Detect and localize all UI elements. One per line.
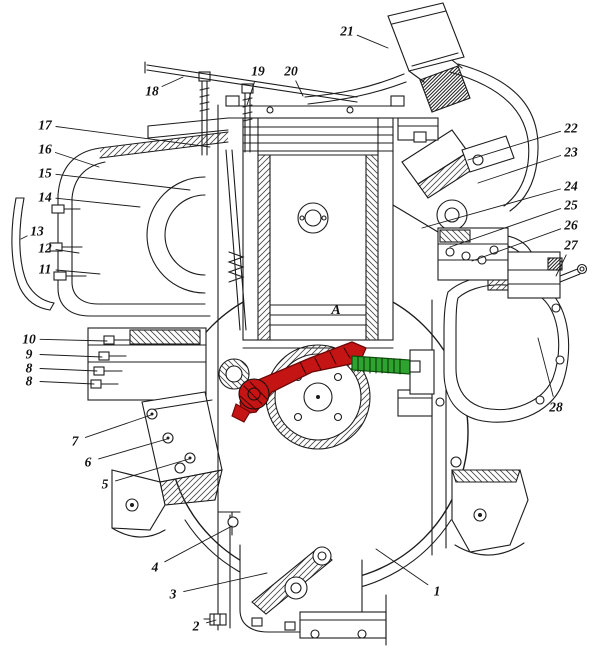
leader-line-13: [20, 235, 28, 240]
callout-11-10: 11: [38, 261, 52, 277]
callout-7-15: 7: [71, 433, 79, 449]
callout-9-12: 9: [25, 346, 33, 362]
callout-4-18: 4: [151, 559, 159, 575]
callout-13-8: 13: [30, 223, 44, 239]
leader-line-17: [55, 126, 211, 148]
leader-line-22: [467, 130, 561, 161]
bottom-flange: [299, 469, 529, 646]
left-tube: [11, 197, 55, 311]
leader-line-20: [295, 80, 304, 97]
callout-2-20: 2: [192, 618, 200, 634]
callout-17-4: 17: [38, 117, 52, 133]
leader-line-23: [477, 155, 562, 184]
left-clutch-housing: [49, 131, 229, 317]
intake-silencer: [387, 2, 471, 113]
callout-1-21: 1: [433, 583, 441, 599]
annotation-letter-a: A: [331, 303, 341, 318]
callout-19-2: 19: [251, 63, 265, 79]
callout-8-13: 8: [25, 360, 33, 376]
callout-5-17: 5: [101, 476, 109, 492]
callout-8-14: 8: [25, 373, 33, 389]
callout-21-0: 21: [340, 23, 354, 39]
leader-line-5: [115, 458, 190, 482]
leader-line-14: [55, 197, 141, 208]
leader-line-18: [161, 76, 184, 87]
leader-line-24: [421, 188, 561, 229]
leader-line-1: [375, 548, 429, 586]
leader-line-12: [55, 249, 80, 254]
callout-18-1: 18: [145, 83, 159, 99]
highlighted-part-red: [231, 341, 367, 423]
leader-line-27: [555, 254, 567, 277]
callout-25-25: 25: [564, 197, 578, 213]
highlighted-part-green: [351, 355, 421, 375]
callout-20-3: 20: [284, 63, 298, 79]
leader-line-16: [54, 152, 100, 168]
leader-line-15: [55, 173, 191, 191]
cables-and-rod: [144, 61, 539, 212]
leader-line-19: [246, 81, 256, 106]
leader-line-3: [183, 572, 268, 593]
callout-23-27: 23: [564, 144, 578, 160]
callout-15-6: 15: [38, 165, 52, 181]
callout-14-7: 14: [38, 189, 52, 205]
leader-line-10: [39, 338, 108, 342]
leader-line-6: [98, 438, 168, 460]
right-cover: [443, 274, 570, 423]
leader-line-7: [84, 414, 152, 438]
callout-3-19: 3: [169, 586, 177, 602]
lower-left-mount: [111, 391, 223, 538]
callout-22-28: 22: [564, 120, 578, 136]
leader-line-8: [39, 368, 98, 372]
leader-line-9: [39, 354, 103, 358]
callout-26-24: 26: [564, 217, 578, 233]
leader-line-11: [55, 269, 101, 275]
bottom-assembly: [203, 511, 363, 633]
leader-line-25: [449, 208, 562, 248]
callout-12-9: 12: [38, 240, 52, 256]
cylinder-block: [242, 117, 394, 349]
leader-line-21: [356, 34, 389, 49]
callout-6-16: 6: [84, 454, 92, 470]
studs-and-pushrod: [198, 71, 254, 331]
exhaust-flange: [218, 358, 250, 390]
leader-line-26: [471, 228, 562, 262]
callout-28-22: 28: [549, 399, 563, 415]
leader-lines: [20, 34, 567, 624]
left-mount-bracket: [87, 327, 207, 401]
case-edge-lines: [217, 104, 447, 631]
callout-16-5: 16: [38, 141, 52, 157]
callout-10-11: 10: [22, 331, 36, 347]
leader-line-28: [537, 337, 554, 397]
cylinder-head: [147, 95, 439, 143]
callout-24-26: 24: [564, 178, 578, 194]
leader-line-4: [164, 525, 233, 563]
leader-line-2: [206, 619, 217, 624]
callout-27-23: 27: [564, 237, 578, 253]
leader-line-8: [39, 381, 95, 385]
